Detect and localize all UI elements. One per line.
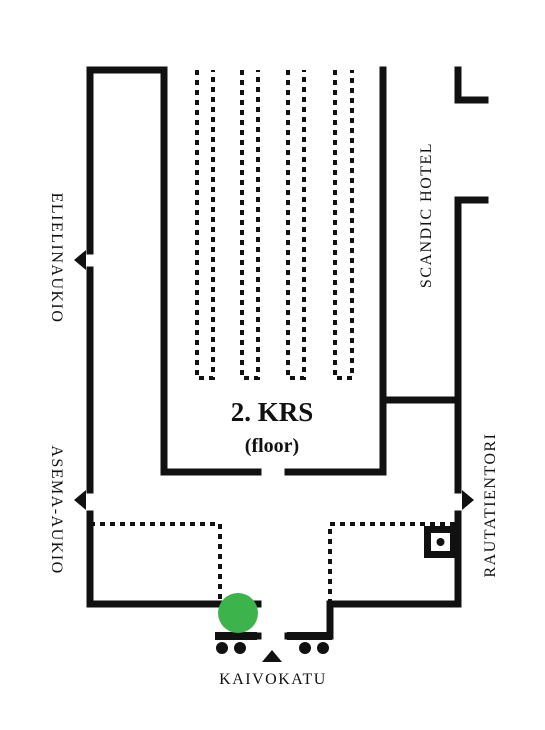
street-label-right-lower: RAUTATIENTORI xyxy=(482,432,499,577)
floor-number: 2. KRS xyxy=(231,397,314,427)
escalator-icon-left xyxy=(215,632,257,654)
entrance-arrow-left-lower xyxy=(74,490,86,510)
street-label-right-upper: SCANDIC HOTEL xyxy=(418,142,435,288)
entrance-arrow-left-upper xyxy=(74,250,86,270)
walls xyxy=(86,66,489,640)
shop-right-outline xyxy=(328,522,458,604)
wall-left-outer xyxy=(86,66,262,476)
you-are-here-marker xyxy=(218,593,258,633)
street-label-left-lower: ASEMA-AUKIO xyxy=(48,445,65,574)
entrance-arrow-bottom xyxy=(262,650,282,662)
wall-left-bottom xyxy=(86,510,262,608)
wall-right-upper xyxy=(454,196,489,494)
shop-left-outline xyxy=(90,522,222,604)
wall-right-top-notch xyxy=(454,66,489,104)
entrance-arrow-right-lower xyxy=(462,490,474,510)
street-label-bottom: KAIVOKATU xyxy=(219,671,327,688)
escalator-icon-right xyxy=(287,632,332,654)
entrance-arrows xyxy=(74,250,474,662)
floor-english: (floor) xyxy=(245,435,299,457)
elevator-icon xyxy=(424,526,457,558)
shelving-lines xyxy=(90,70,458,604)
wall-center-right xyxy=(284,66,387,476)
street-label-left-upper: ELIELINAUKIO xyxy=(48,193,65,324)
